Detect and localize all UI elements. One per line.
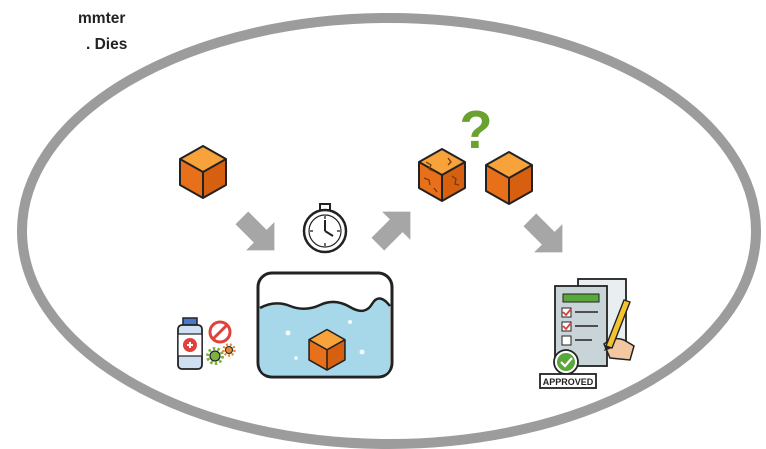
damaged-cube-icon xyxy=(418,148,466,202)
background-text: mmter . Dies xyxy=(0,0,140,58)
no-sign-icon xyxy=(208,320,232,344)
approved-document-icon: APPROVED xyxy=(539,278,635,389)
background-text-line-2: . Dies xyxy=(86,36,128,53)
arrow-up-right-icon xyxy=(363,197,425,259)
arrow-down-right-icon xyxy=(515,205,577,267)
approved-label: APPROVED xyxy=(543,377,594,387)
cube-icon xyxy=(485,151,533,205)
cube-icon xyxy=(179,145,227,199)
question-mark-icon: ? xyxy=(460,100,493,160)
outline-ellipse xyxy=(17,13,761,449)
medicine-bottle-icon xyxy=(177,317,203,370)
gear-icon xyxy=(206,343,236,365)
stopwatch-icon xyxy=(302,203,348,254)
water-tank-icon xyxy=(256,271,394,379)
background-text-line-1: mmter xyxy=(78,10,126,27)
arrow-down-right-icon xyxy=(227,203,289,265)
